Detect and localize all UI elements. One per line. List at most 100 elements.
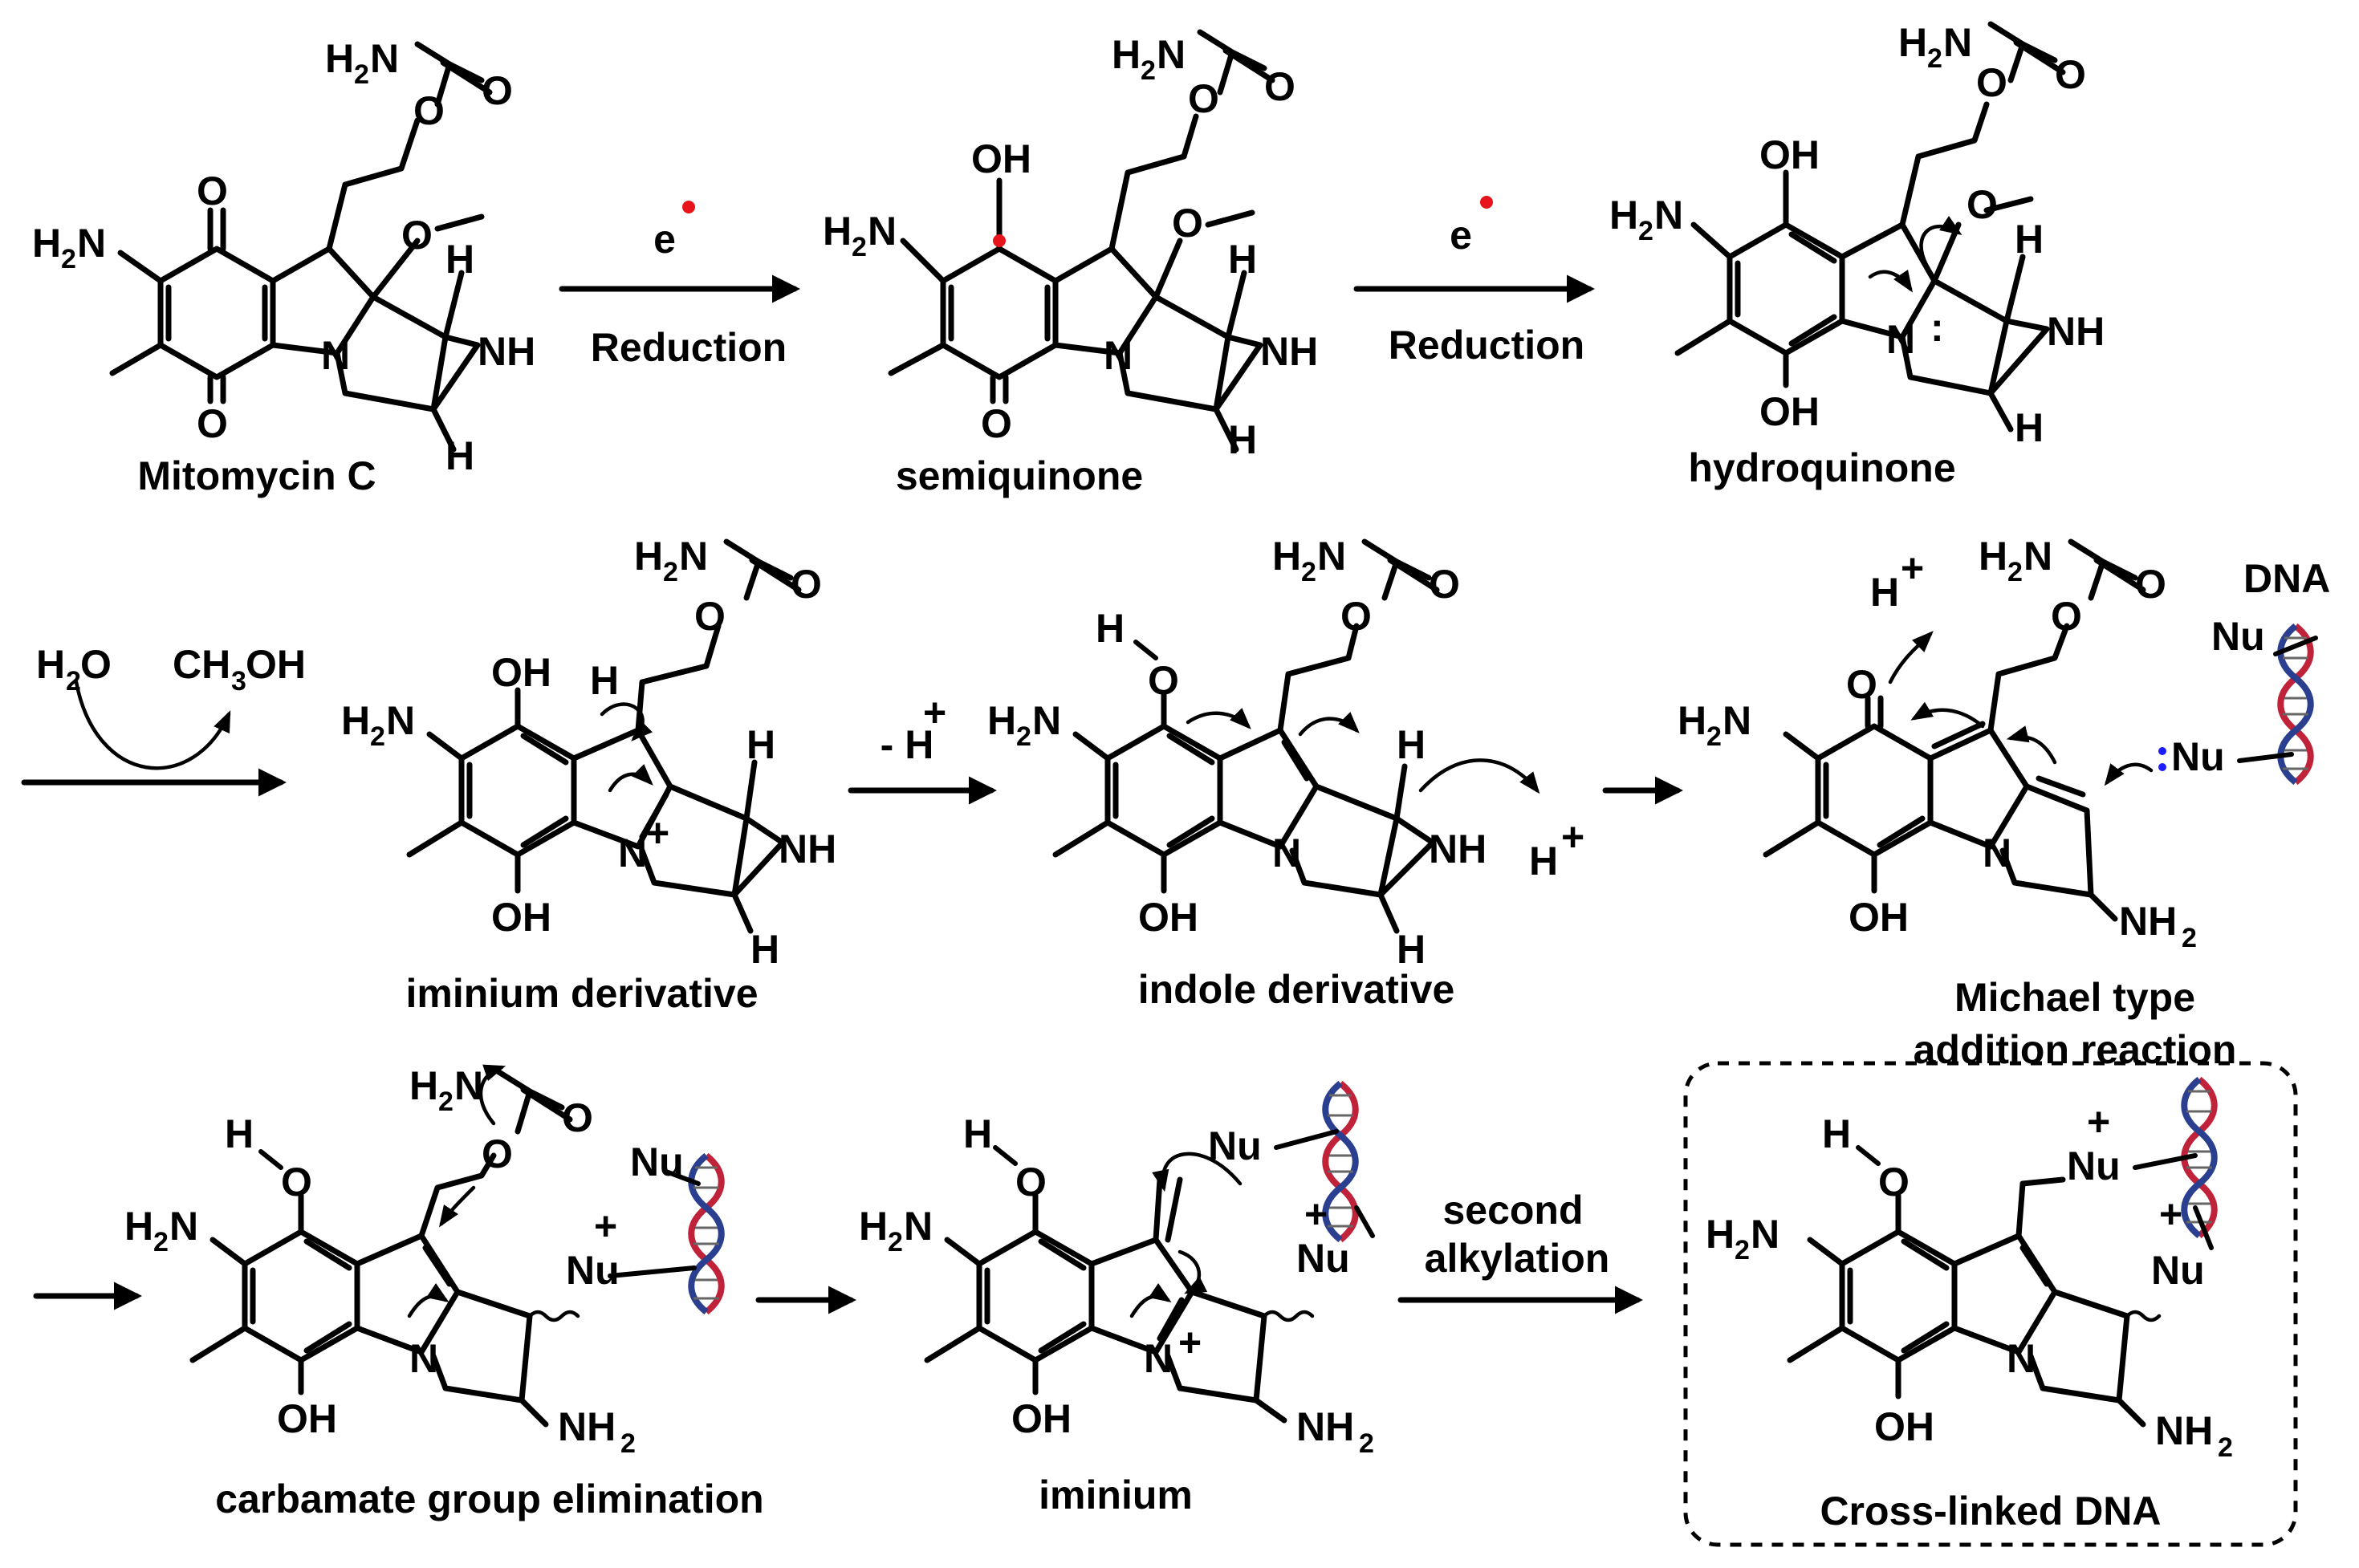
svg-text:N: N bbox=[1157, 32, 1186, 77]
svg-text:+: + bbox=[1178, 1320, 1202, 1365]
svg-text:Nu: Nu bbox=[2171, 734, 2225, 779]
svg-text:O: O bbox=[1172, 201, 1203, 246]
svg-text:N: N bbox=[370, 36, 399, 81]
svg-text:NH: NH bbox=[1429, 827, 1487, 871]
caption-crosslinked: Cross-linked DNA bbox=[1820, 1489, 2161, 1533]
svg-text:H: H bbox=[1898, 20, 1927, 65]
svg-text:N: N bbox=[1722, 698, 1751, 743]
svg-text:H: H bbox=[1822, 1111, 1851, 1156]
svg-text:H: H bbox=[750, 927, 779, 972]
svg-text:2: 2 bbox=[370, 721, 385, 752]
svg-text:O: O bbox=[694, 594, 726, 639]
svg-text:N: N bbox=[2023, 534, 2052, 579]
svg-text:H: H bbox=[1870, 570, 1899, 615]
svg-text:+: + bbox=[1304, 1192, 1328, 1237]
svg-text:O: O bbox=[791, 562, 822, 607]
svg-text:H: H bbox=[1228, 237, 1257, 282]
caption-mitomycin-c: Mitomycin C bbox=[137, 453, 376, 498]
svg-text:NH: NH bbox=[2119, 899, 2177, 944]
svg-text:O: O bbox=[281, 1160, 312, 1204]
svg-text:Nu: Nu bbox=[1208, 1123, 1262, 1168]
svg-text:N: N bbox=[1654, 193, 1683, 238]
caption-michael-line2: addition reaction bbox=[1914, 1027, 2237, 1072]
svg-text:O: O bbox=[2055, 52, 2086, 97]
svg-text:O: O bbox=[197, 169, 228, 213]
caption-michael-line1: Michael type bbox=[1954, 975, 2195, 1020]
reduction2-electron: e bbox=[1450, 213, 1472, 258]
svg-text:H: H bbox=[823, 209, 852, 254]
svg-text:2: 2 bbox=[1638, 216, 1653, 246]
water-in: H 2 O bbox=[36, 642, 112, 697]
svg-text:H: H bbox=[1272, 534, 1301, 579]
dna-michael: DNA Nu Nu bbox=[2158, 556, 2330, 782]
dna-iminium: Nu + Nu bbox=[1208, 1083, 1375, 1281]
svg-text:H: H bbox=[590, 658, 619, 703]
svg-text:OH: OH bbox=[1011, 1396, 1072, 1441]
reduction1-label: Reduction bbox=[591, 325, 787, 370]
svg-text:H: H bbox=[1096, 606, 1125, 651]
svg-text:NH: NH bbox=[558, 1404, 616, 1449]
svg-text:H: H bbox=[987, 698, 1016, 743]
svg-text:N: N bbox=[618, 831, 647, 875]
svg-text:N: N bbox=[868, 209, 897, 254]
svg-text:H: H bbox=[1228, 417, 1257, 462]
svg-text:H: H bbox=[2015, 405, 2044, 450]
radical-dot-2 bbox=[1480, 196, 1493, 209]
second-alkylation-line2: alkylation bbox=[1425, 1236, 1610, 1281]
caption-semiquinone: semiquinone bbox=[896, 453, 1143, 498]
methanol-out: CH 3 OH bbox=[173, 642, 306, 697]
svg-text:+: + bbox=[2087, 1099, 2110, 1144]
svg-text:O: O bbox=[1148, 658, 1179, 703]
svg-text:NH: NH bbox=[2047, 309, 2105, 354]
svg-text:O: O bbox=[1967, 182, 1998, 227]
svg-text:O: O bbox=[80, 642, 112, 687]
svg-text:H: H bbox=[859, 1204, 888, 1249]
svg-text:2: 2 bbox=[1016, 721, 1031, 752]
svg-text:O: O bbox=[1429, 562, 1460, 607]
svg-text:OH: OH bbox=[1138, 895, 1198, 940]
svg-text:H: H bbox=[634, 534, 663, 579]
svg-text:O: O bbox=[1976, 60, 2007, 105]
reduction2-label: Reduction bbox=[1389, 323, 1584, 368]
caption-indole-derivative: indole derivative bbox=[1138, 967, 1455, 1012]
svg-text:NH: NH bbox=[1260, 329, 1318, 374]
svg-text:OH: OH bbox=[971, 136, 1031, 181]
svg-text:O: O bbox=[413, 88, 445, 133]
svg-text:2: 2 bbox=[61, 244, 76, 274]
svg-text:N: N bbox=[1144, 1336, 1173, 1381]
svg-text:H: H bbox=[409, 1063, 438, 1108]
hydrolysis-curve bbox=[74, 680, 231, 770]
svg-text:O: O bbox=[981, 401, 1012, 446]
svg-text:2: 2 bbox=[663, 557, 678, 587]
svg-text:N: N bbox=[454, 1063, 483, 1108]
svg-text:OH: OH bbox=[491, 895, 551, 940]
svg-text:O: O bbox=[482, 68, 513, 113]
svg-text:H: H bbox=[1397, 722, 1426, 767]
svg-text:N: N bbox=[1751, 1212, 1779, 1257]
svg-text:N: N bbox=[1032, 698, 1061, 743]
svg-text:NH: NH bbox=[478, 329, 535, 374]
svg-text:O: O bbox=[482, 1131, 513, 1176]
svg-text:O: O bbox=[1878, 1160, 1910, 1204]
svg-text:Nu: Nu bbox=[566, 1248, 620, 1293]
svg-text:H: H bbox=[1706, 1212, 1735, 1257]
svg-text:OH: OH bbox=[277, 1396, 337, 1441]
svg-text:H: H bbox=[2015, 217, 2044, 262]
svg-text:H: H bbox=[1678, 698, 1706, 743]
deprotonation-label: - H bbox=[881, 722, 934, 767]
svg-text:N: N bbox=[1272, 831, 1301, 875]
caption-carbamate: carbamate group elimination bbox=[215, 1477, 763, 1521]
svg-text:H: H bbox=[32, 221, 61, 266]
svg-text:N: N bbox=[1317, 534, 1346, 579]
svg-text:2: 2 bbox=[888, 1227, 903, 1257]
svg-text::: : bbox=[1930, 305, 1944, 350]
svg-text:N: N bbox=[1104, 333, 1133, 378]
svg-text:2: 2 bbox=[1735, 1235, 1750, 1265]
svg-text:NH: NH bbox=[2155, 1408, 2213, 1453]
svg-text:O: O bbox=[1015, 1160, 1047, 1204]
caption-iminium: iminium bbox=[1039, 1473, 1193, 1517]
svg-text:H: H bbox=[225, 1111, 254, 1156]
svg-text:2: 2 bbox=[354, 59, 369, 90]
